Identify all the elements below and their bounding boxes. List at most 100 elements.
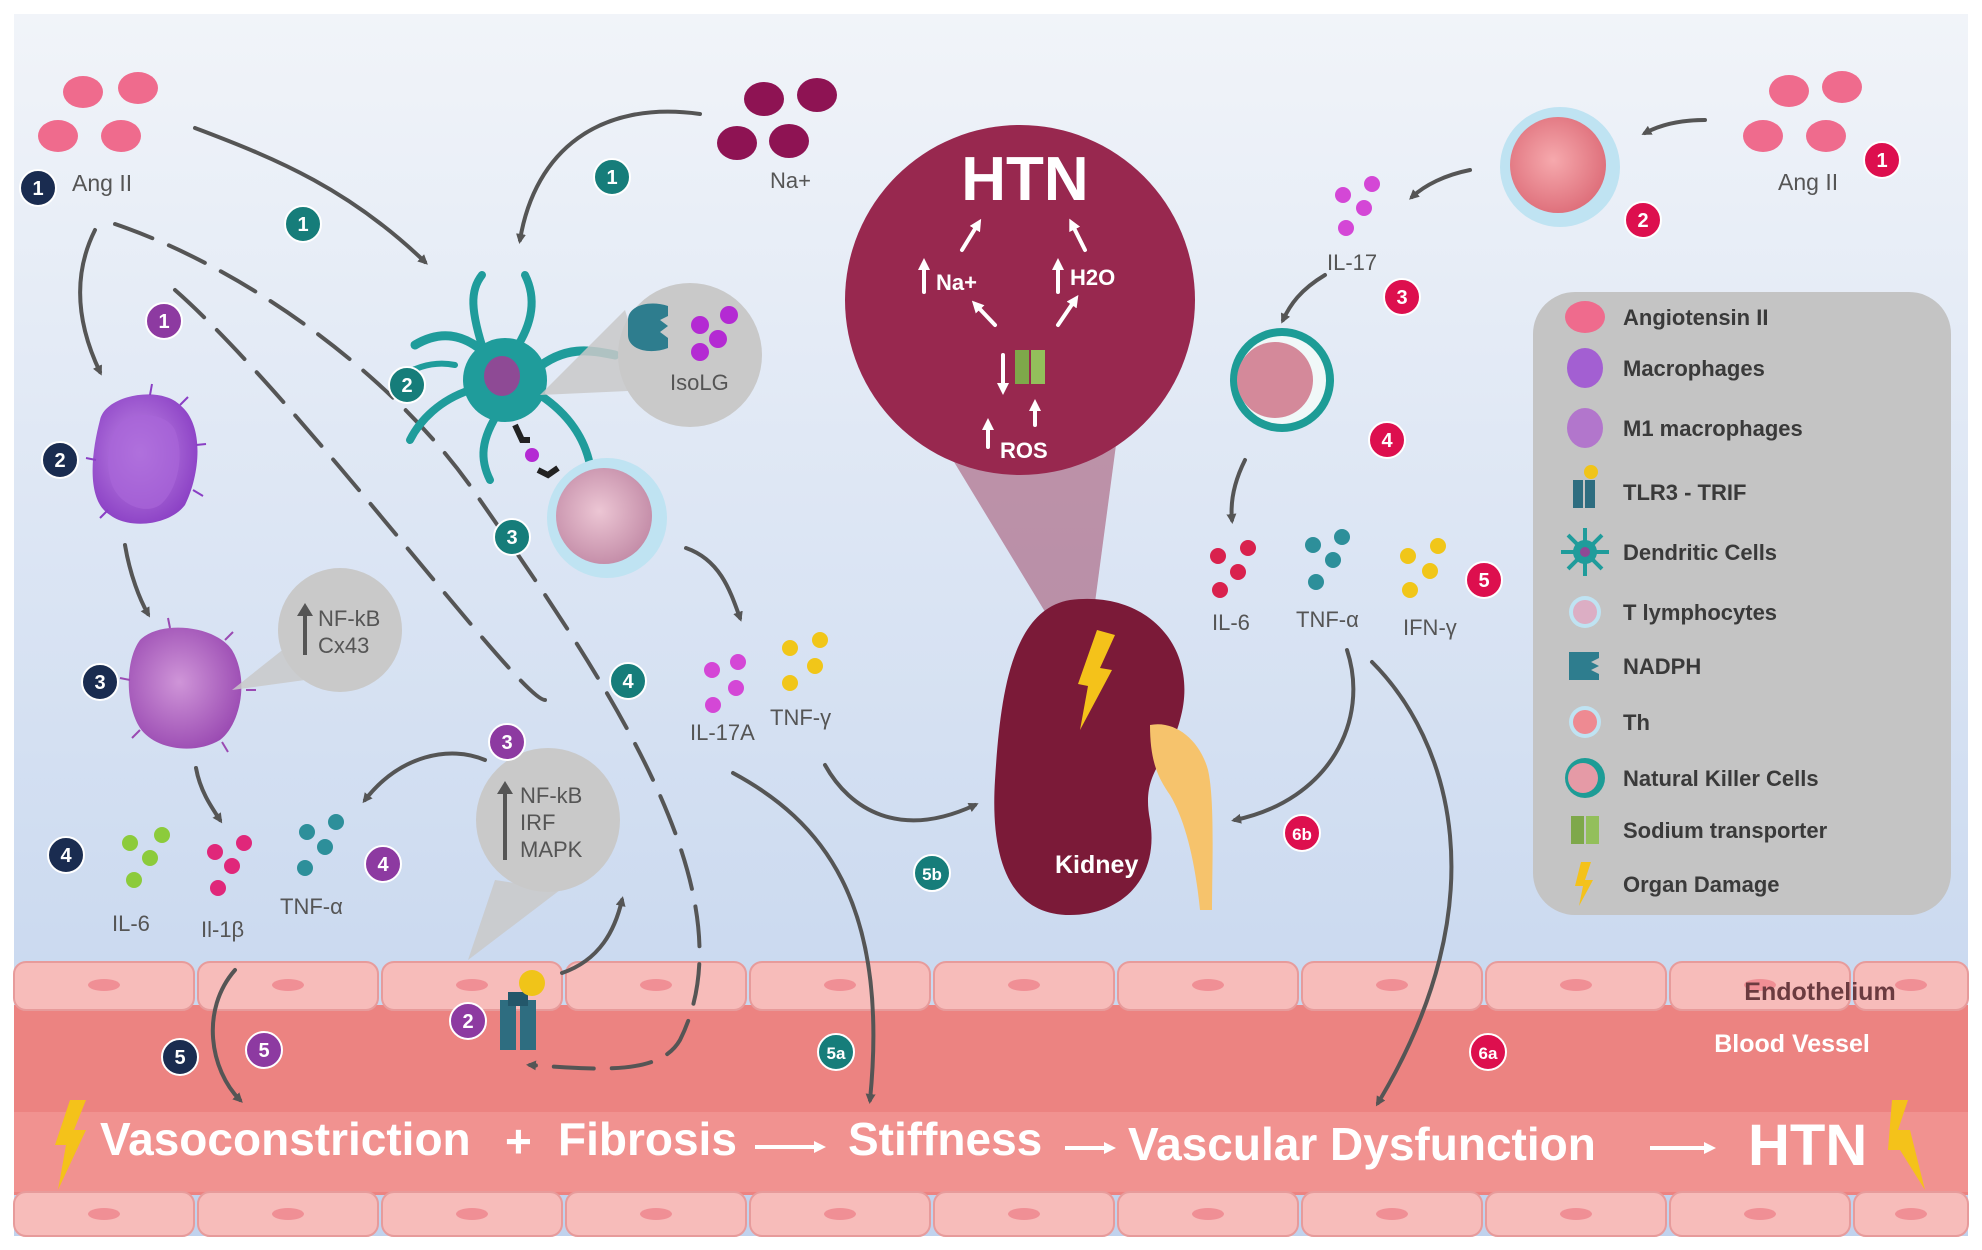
step-badge-red-6b: 6b [1283, 814, 1321, 852]
endothelial-cell [197, 1191, 379, 1237]
ros-up-arrowhead [982, 418, 994, 430]
step-badge-label: 4 [60, 845, 72, 867]
step-badge-label: 5 [258, 1040, 269, 1062]
arrow-tlr3-to-nfkb [560, 896, 626, 975]
step-badge-purple-3: 3 [488, 723, 526, 761]
ang2-left-label: Ang II [72, 170, 132, 196]
macrophage-icon [1567, 348, 1603, 388]
step-badge-teal-1: 1 [593, 158, 631, 196]
m1-macrophage-cell [119, 617, 256, 753]
arrow-cytokines-to-vessel [210, 968, 243, 1103]
t-lymphocyte-cell [547, 458, 667, 578]
endothelial-cell [749, 1191, 931, 1237]
arrow-ifny-to-vascular [1370, 660, 1454, 1107]
arrow-tnfy-to-kidney [823, 763, 979, 823]
na-up-arrowhead [918, 258, 930, 270]
endothelial-cell [1485, 961, 1667, 1011]
endothelial-cell [565, 961, 747, 1011]
arrow-na-up [960, 218, 982, 252]
blood-vessel-label: Blood Vessel [1714, 1030, 1870, 1058]
step-badge-red-6a: 6a [1469, 1033, 1507, 1071]
step-badge-teal-2: 2 [388, 366, 426, 404]
arrow-nk-to-cytokines [1226, 458, 1247, 524]
banner-right-lightning-icon [1888, 1100, 1925, 1190]
isolg-label: IsoLG [670, 370, 729, 395]
irf-label: IRF [520, 810, 555, 835]
legend-item-label: T lymphocytes [1623, 600, 1777, 625]
angiotensin-icon [1565, 301, 1605, 333]
step-badge-navy-1: 1 [19, 169, 57, 207]
step-badge-purple-5: 5 [245, 1031, 283, 1069]
legend-item-label: TLR3 - TRIF [1623, 480, 1746, 505]
il6-left-label: IL-6 [112, 911, 150, 936]
nfkb-label-1: NF-kB [318, 606, 380, 631]
endothelial-cell [1485, 1191, 1667, 1237]
step-badge-label: 1 [32, 178, 43, 200]
ang2-right-label: Ang II [1778, 169, 1838, 195]
endothelial-cell [565, 1191, 747, 1237]
tnfa-dots-left [297, 814, 344, 876]
arrow-transporter-to-h2o [1056, 295, 1079, 327]
legend-item: Natural Killer Cells [1565, 758, 1819, 798]
step-badge-teal-5b: 5b [913, 854, 951, 892]
endothelial-cell [1117, 1191, 1299, 1237]
arrow-il17-to-nk [1281, 273, 1327, 324]
step-badge-label: 3 [506, 527, 517, 549]
step-badge-red-4: 4 [1368, 421, 1406, 459]
step-badge-label: 2 [54, 450, 65, 472]
htn-na-label: Na+ [936, 270, 977, 295]
endothelial-cell [1669, 961, 1851, 1011]
step-badge-label: 5b [922, 865, 942, 884]
banner-vascular-dysfunction: Vascular Dysfunction [1128, 1118, 1596, 1170]
legend-item: Sodium transporter [1571, 816, 1828, 844]
arrow-tnfa-to-kidney [1231, 648, 1356, 824]
sodium-transporter-icon [1571, 816, 1599, 844]
legend-item-label: Natural Killer Cells [1623, 766, 1819, 791]
arrow-tcell-to-il17a [684, 546, 743, 622]
banner-vasoconstriction: Vasoconstriction [100, 1113, 471, 1165]
arrow-macrophage-to-m1 [123, 543, 150, 618]
step-badge-label: 6a [1479, 1044, 1498, 1063]
step-badge-red-2: 2 [1624, 201, 1662, 239]
step-badge-label: 1 [297, 214, 308, 236]
blood-vessel-lumen [14, 1112, 1968, 1192]
il17a-dots [704, 654, 746, 713]
arrow-ang2-to-macrophage [78, 228, 102, 376]
htn-h2o-label: H2O [1070, 265, 1115, 290]
il1b-label: Il-1β [201, 917, 244, 942]
step-badge-purple-4: 4 [364, 845, 402, 883]
step-badge-label: 6b [1292, 825, 1312, 844]
sodium-transporter-icon [1015, 350, 1045, 384]
arrow-na-to-dendritic [516, 109, 702, 244]
step-badge-label: 2 [401, 375, 412, 397]
antigen-presentation-link [512, 423, 560, 479]
endothelium-top-row [13, 961, 1969, 1011]
sodium-cluster [717, 78, 837, 160]
step-badge-teal-4: 4 [609, 662, 647, 700]
step-badge-navy-4: 4 [47, 836, 85, 874]
transporter-down-arrowhead [997, 383, 1009, 395]
endothelial-cell [13, 1191, 195, 1237]
htn-ros-label: ROS [1000, 438, 1048, 463]
nfkb-irf-mapk-bubble [468, 748, 620, 960]
step-badge-teal-1: 1 [284, 205, 322, 243]
endothelial-cell [1669, 1191, 1851, 1237]
organ-damage-icon [1575, 862, 1593, 906]
legend-item: M1 macrophages [1567, 408, 1803, 448]
step-badge-red-3: 3 [1383, 278, 1421, 316]
dendritic-cell-nucleus [484, 356, 520, 396]
endothelial-cell [1853, 961, 1969, 1011]
step-badge-navy-5: 5 [161, 1038, 199, 1076]
banner-stiffness: Stiffness [848, 1113, 1042, 1165]
tnfa-left-label: TNF-α [280, 894, 343, 919]
step-badge-teal-3: 3 [493, 518, 531, 556]
cx43-label: Cx43 [318, 633, 369, 658]
sodium-label: Na+ [770, 168, 811, 193]
arrow-dashed-ang2-to-tlr3 [113, 222, 702, 1071]
banner-plus: + [505, 1115, 532, 1167]
step-badge-label: 5 [1478, 570, 1489, 592]
step-badge-navy-2: 2 [41, 441, 79, 479]
